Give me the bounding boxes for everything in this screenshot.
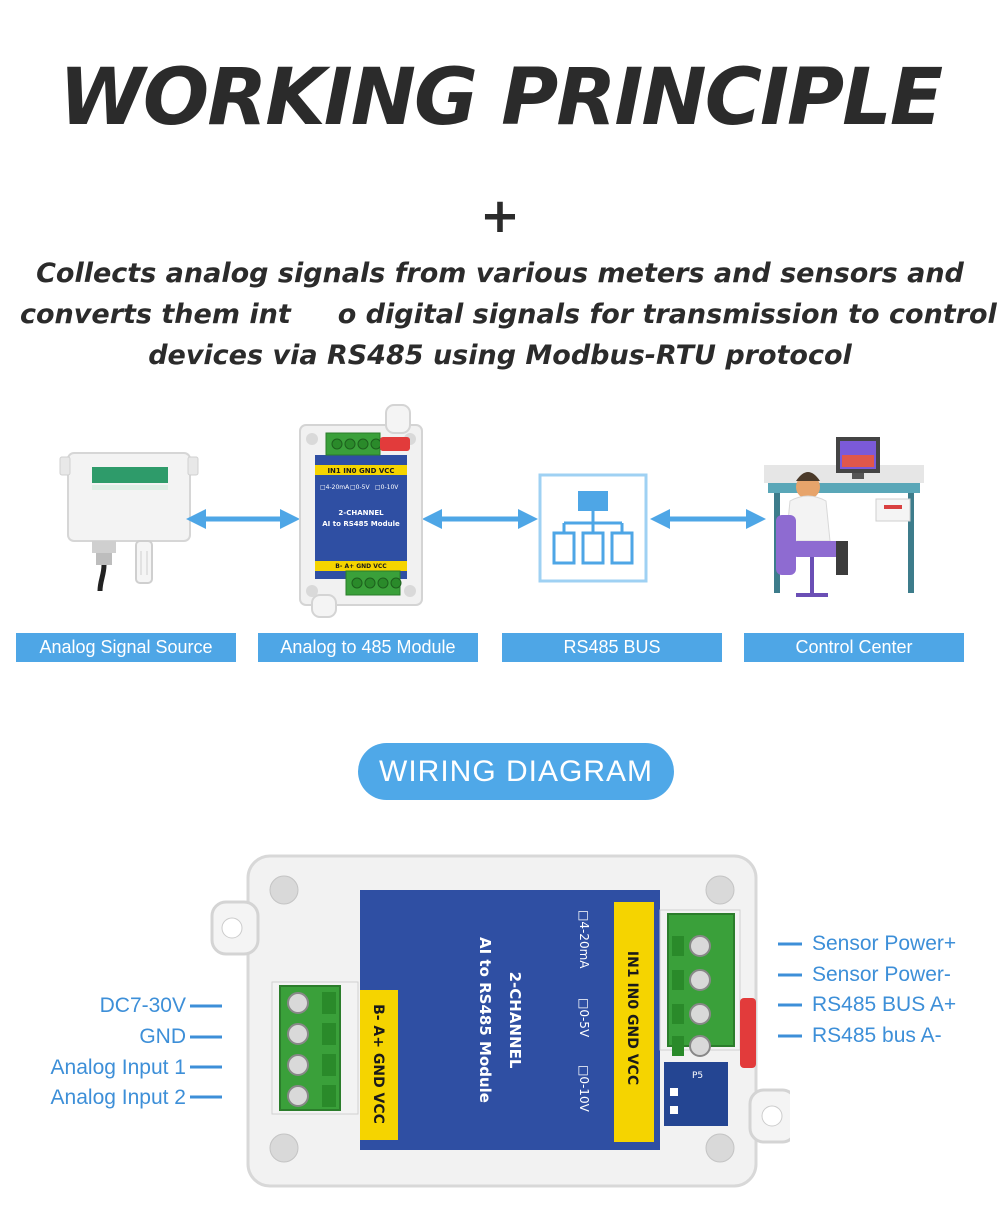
- module-label-panel: [360, 890, 660, 1150]
- module-name-line-1: 2-CHANNEL: [506, 972, 524, 1069]
- wire-label-analog-input-2: Analog Input 2: [50, 1086, 186, 1109]
- wiring-leader-lines: [190, 942, 802, 1099]
- module-name-1: 2-CHANNEL: [338, 509, 384, 517]
- stage-label-analog-source: Analog Signal Source: [16, 633, 236, 662]
- wire-label-gnd: GND: [139, 1025, 186, 1048]
- module-name-2: AI to RS485 Module: [322, 520, 400, 528]
- module-mode-3: □0-10V: [375, 484, 399, 491]
- sensor-brand-strip: [92, 467, 168, 483]
- rs485-module-illustration: IN1 IN0 GND VCC □4-20mA □0-5V □0-10V 2-C…: [299, 404, 423, 618]
- description-line-3: devices via RS485 using Modbus-RTU proto…: [148, 340, 852, 371]
- wire-label-sensor-power-minus: Sensor Power-: [812, 963, 951, 986]
- stage-label-module: Analog to 485 Module: [258, 633, 478, 662]
- description-line-2: converts them int o digital signals for …: [20, 299, 997, 330]
- wiring-diagram-pill: WIRING DIAGRAM: [358, 743, 674, 800]
- wiring-module-illustration: P5 IN1 IN0 GND VCC □4-20mA □0-5V □0-10V …: [210, 854, 790, 1188]
- description-line-1: Collects analog signals from various met…: [36, 258, 964, 289]
- module-mode-2: □0-5V: [350, 484, 370, 491]
- stage-label-rs485-bus: RS485 BUS: [502, 633, 722, 662]
- module-mode-4-20ma: □4-20mA: [577, 910, 591, 969]
- analog-sensor-illustration: [59, 452, 199, 592]
- wire-label-dc7-30v: DC7-30V: [99, 994, 186, 1017]
- right-terminal-block: P5: [659, 909, 741, 1126]
- wire-label-rs485-a-plus: RS485 BUS A+: [812, 993, 957, 1016]
- board-mark-p5: P5: [692, 1071, 703, 1081]
- wire-label-analog-input-1: Analog Input 1: [50, 1056, 186, 1079]
- red-dip-switch: [740, 998, 756, 1068]
- description: Collects analog signals from various met…: [20, 253, 997, 376]
- module-bottom-terminal-text: B- A+ GND VCC: [335, 563, 387, 570]
- module-right-strip-text: IN1 IN0 GND VCC: [624, 951, 640, 1085]
- flow-diagram: IN1 IN0 GND VCC □4-20mA □0-5V □0-10V 2-C…: [59, 404, 924, 618]
- network-icon: [538, 473, 648, 583]
- wire-label-rs485-a-minus: RS485 bus A-: [812, 1024, 942, 1047]
- module-name-line-2: AI to RS485 Module: [476, 937, 494, 1103]
- page-title: WORKING PRINCIPLE: [58, 53, 943, 143]
- module-mode-0-5v: □0-5V: [577, 998, 591, 1038]
- module-left-strip-text: B- A+ GND VCC: [370, 1004, 386, 1124]
- wire-label-sensor-power-plus: Sensor Power+: [812, 932, 957, 955]
- control-center-illustration: [764, 437, 924, 597]
- module-mode-0-10v: □0-10V: [577, 1065, 591, 1113]
- stage-label-control-center: Control Center: [744, 633, 964, 662]
- plus-sign: +: [479, 188, 521, 244]
- module-mode-1: □4-20mA: [320, 484, 350, 491]
- module-top-terminal-text: IN1 IN0 GND VCC: [327, 467, 394, 475]
- left-terminal-block: [271, 981, 359, 1115]
